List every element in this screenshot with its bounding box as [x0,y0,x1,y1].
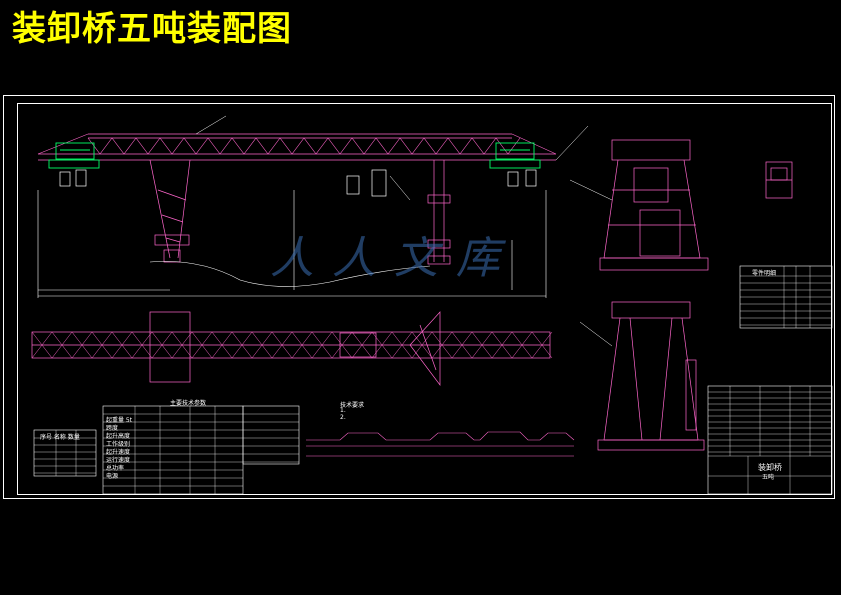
right-end-carriage [489,142,541,169]
params-row: 起重量 5t [106,417,133,424]
small-table-title: 序号 名称 数量 [40,434,80,441]
detail-view [765,161,793,199]
small-table [33,429,97,477]
params-row: 工作级别 [106,441,131,448]
small-table-grid [34,430,96,476]
rail-profile [306,431,575,457]
params-row: 起升速度 [106,449,131,456]
right-flexible-leg [427,160,451,265]
side-elevation-bottom [597,301,705,451]
plan-view [31,311,551,383]
left-rigid-leg [149,159,191,263]
ground-profile [37,190,547,298]
side-elevation-top [599,139,709,271]
drawing-outer-frame [3,95,835,499]
title-block-main: 装卸桥 [758,463,782,472]
title-block-sub: 五吨 [762,474,775,481]
watermark: 人人文库 [270,233,518,284]
hoist-units [59,169,537,197]
params-row: 起升高度 [106,433,131,440]
params-row: 跨度 [106,425,119,432]
title-block-grid [708,386,832,494]
plan-leg [409,311,441,387]
params-table [102,405,300,495]
leader-lines [195,115,613,347]
parts-table-title: 零件明细 [752,270,777,277]
params-row: 电源 [106,473,119,480]
note-line: 2. [340,414,346,421]
params-row: 总功率 [106,465,125,472]
parts-table-right-grid [740,266,832,328]
girder-truss [37,133,557,155]
params-table-title: 主要技术参数 [170,400,207,407]
params-table-grid [103,406,299,494]
left-end-carriage [48,142,100,169]
note-line: 1. [340,407,346,414]
drawing-title: 装卸桥五吨装配图 [12,9,292,49]
drawing-inner-frame [17,103,832,495]
params-row: 运行速度 [106,457,131,464]
note-line: 技术要求 [340,402,365,409]
plan-truss [31,331,553,359]
